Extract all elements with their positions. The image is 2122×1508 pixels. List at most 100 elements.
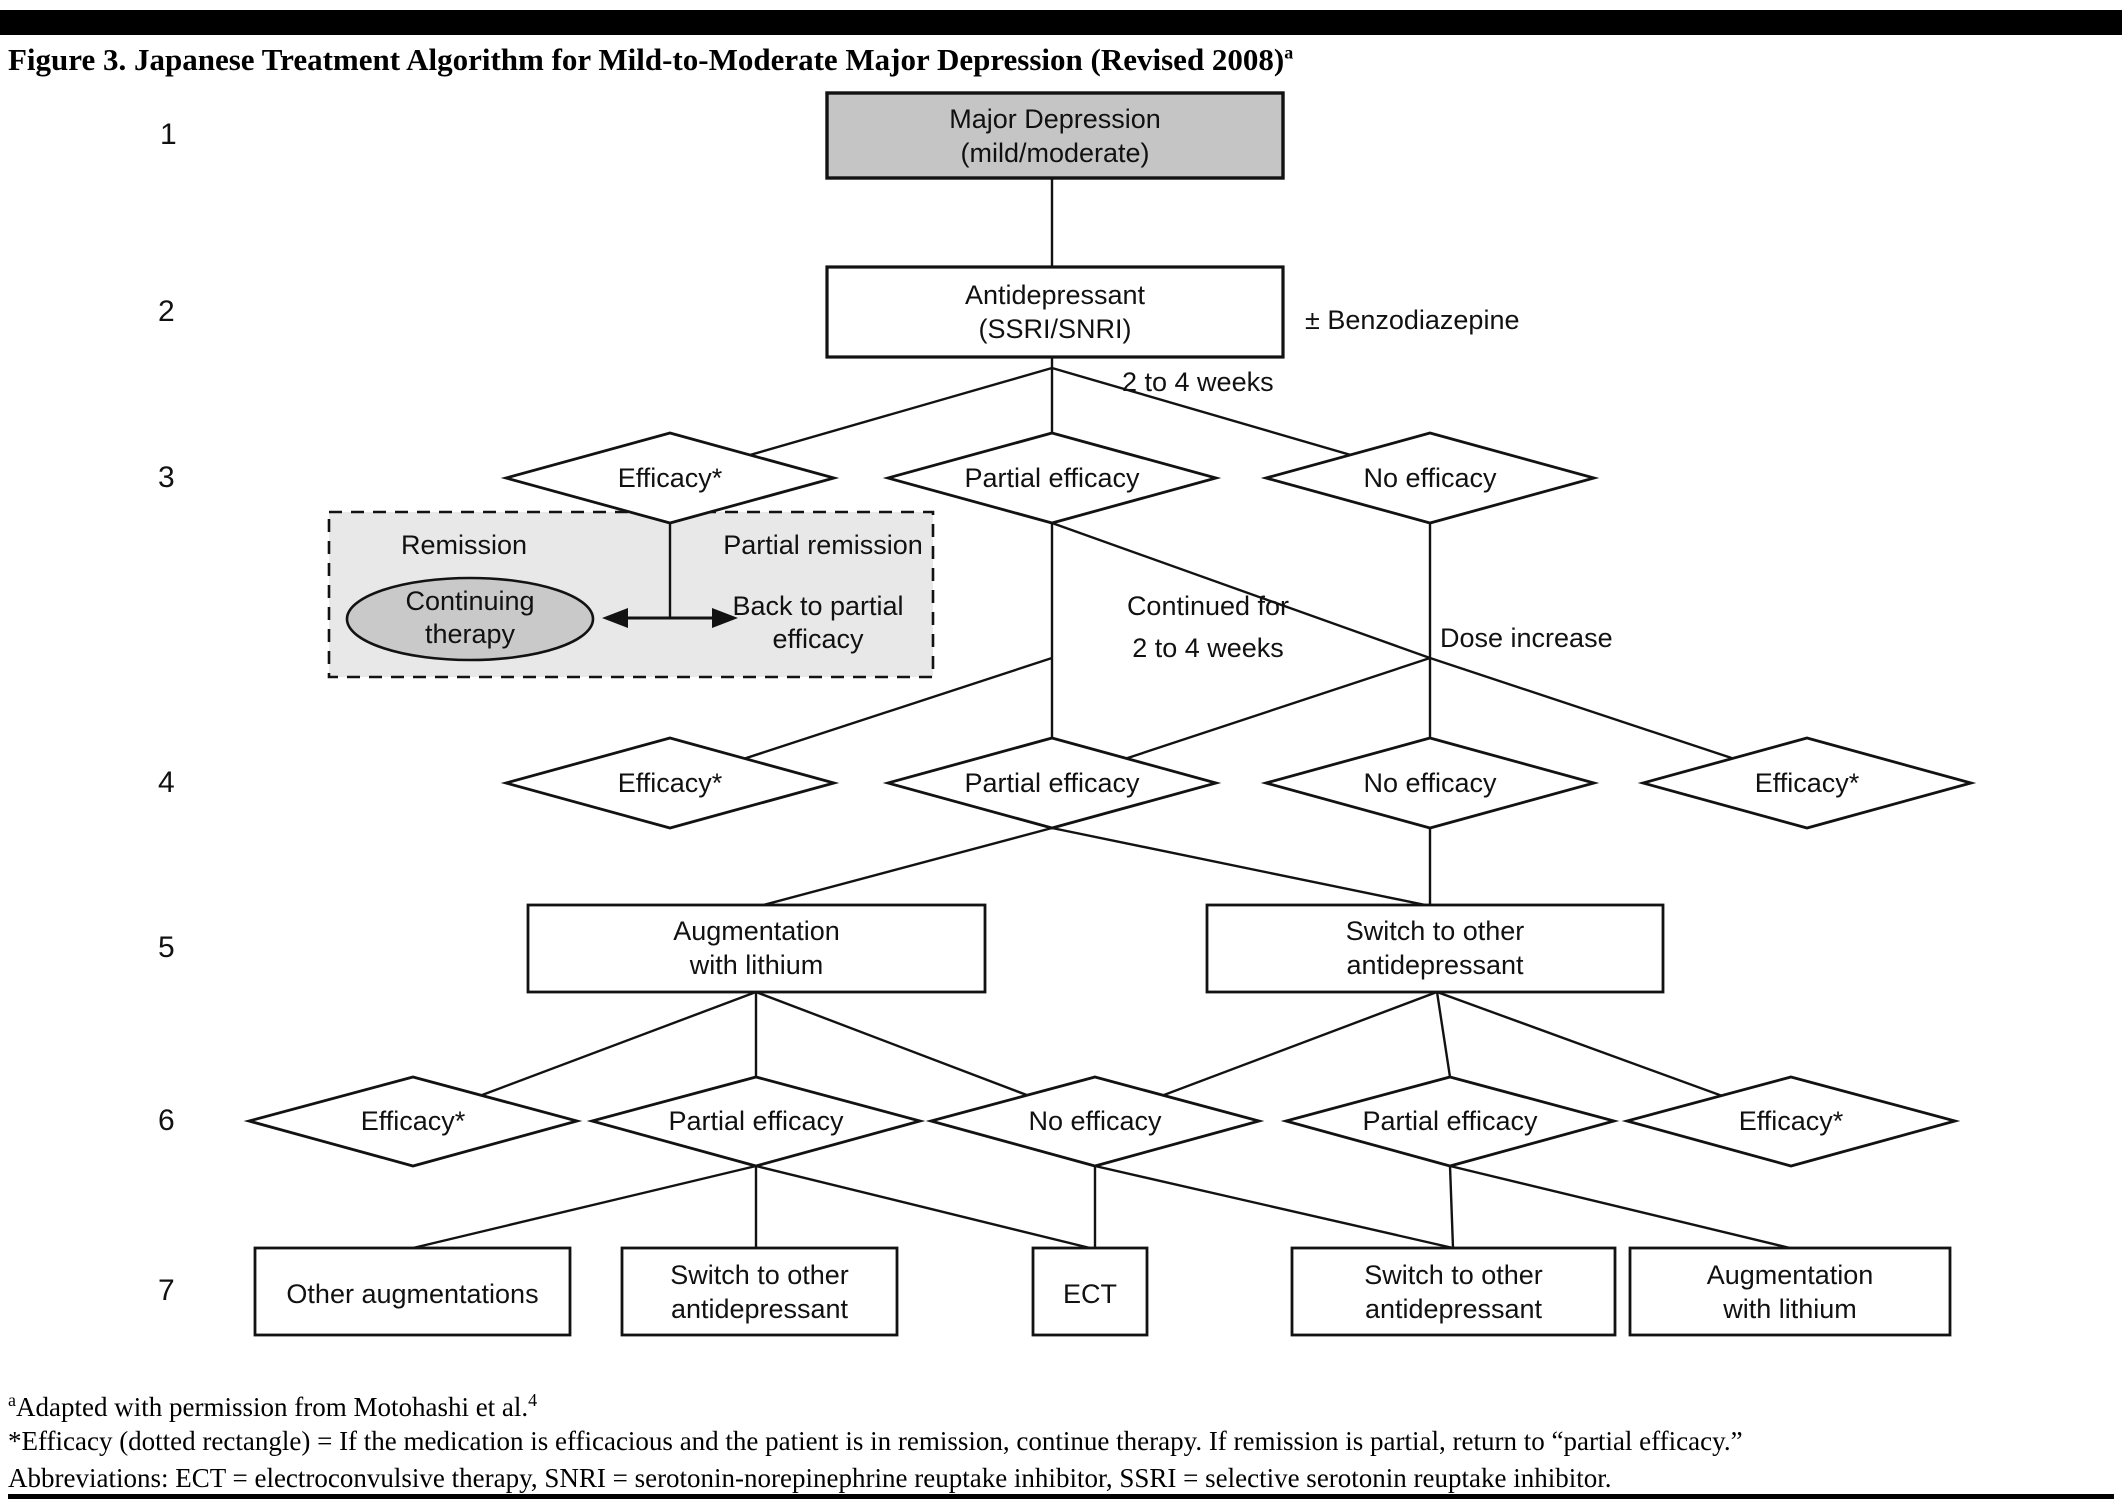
node-label: with lithium xyxy=(689,950,824,980)
other-augmentations-node: Other augmentations xyxy=(255,1277,570,1311)
partial-efficacy-r4-label: Partial efficacy xyxy=(964,768,1140,798)
node-label: (mild/moderate) xyxy=(960,138,1150,168)
partial-efficacy-r3-label: Partial efficacy xyxy=(964,463,1140,493)
augmentation-lithium-r5-node: Augmentation with lithium xyxy=(528,914,985,982)
decision-diamonds xyxy=(243,431,1977,1168)
arrowhead-right-icon xyxy=(712,608,738,628)
efficacy-r6-left-label: Efficacy* xyxy=(360,1106,466,1136)
node-label: Switch to other xyxy=(1364,1260,1543,1290)
efficacy-r3-shape xyxy=(500,431,840,525)
continued-label: Continued for 2 to 4 weeks xyxy=(1083,585,1333,669)
node-label: antidepressant xyxy=(670,1294,849,1324)
figure-title-superscript: a xyxy=(1284,42,1294,63)
node-label: ECT xyxy=(1063,1279,1117,1309)
arrowhead-left-icon xyxy=(602,608,628,628)
node-label: antidepressant xyxy=(1364,1294,1543,1324)
node-label: antidepressant xyxy=(1346,950,1524,980)
figure-title: Figure 3. Japanese Treatment Algorithm f… xyxy=(8,42,1293,78)
back-to-partial-label: Back to partial efficacy xyxy=(693,590,943,656)
switch-antidepressant-r7-left-node: Switch to other antidepressant xyxy=(622,1258,897,1326)
continuing-therapy-label: Continuing therapy xyxy=(345,585,595,651)
step-number-1: 1 xyxy=(160,118,177,151)
switch-antidepressant-r7-right-shape xyxy=(1290,1246,1617,1337)
step-number-2: 2 xyxy=(158,295,175,328)
continuing-therapy-line: therapy xyxy=(424,619,516,649)
no-efficacy-r6-shape xyxy=(925,1075,1265,1168)
augmentation-lithium-r7-shape xyxy=(1628,1246,1952,1337)
node-label: Other augmentations xyxy=(286,1279,539,1309)
node-label: with lithium xyxy=(1723,1294,1857,1324)
partial-efficacy-r3-shape xyxy=(882,431,1222,525)
connector xyxy=(1448,1165,1455,1249)
no-efficacy-r3-shape xyxy=(1260,431,1600,525)
continuing-therapy-line: Continuing xyxy=(405,586,535,616)
step-number-3: 3 xyxy=(158,461,175,494)
no-efficacy-r3-label: No efficacy xyxy=(1363,463,1497,493)
back-to-partial-line: efficacy xyxy=(772,624,864,654)
connector xyxy=(755,1164,1091,1250)
efficacy-r3-label: Efficacy* xyxy=(617,463,723,493)
footnote-adapted-superscript: a xyxy=(8,1390,16,1410)
step-number-4: 4 xyxy=(158,766,175,799)
partial-remission-label: Partial remission xyxy=(723,530,923,560)
node-label: (SSRI/SNRI) xyxy=(978,314,1132,344)
antidepressant-node: Antidepressant (SSRI/SNRI) xyxy=(827,278,1283,346)
footnote-efficacy: *Efficacy (dotted rectangle) = If the me… xyxy=(8,1426,1743,1456)
efficacy-r6-right-label: Efficacy* xyxy=(1738,1106,1844,1136)
figure-title-text: Figure 3. Japanese Treatment Algorithm f… xyxy=(8,42,1285,77)
switch-antidepressant-r5-node: Switch to other antidepressant xyxy=(1207,914,1663,982)
efficacy-r6-right-shape xyxy=(1621,1075,1961,1168)
augmentation-lithium-r7-node: Augmentation with lithium xyxy=(1630,1258,1950,1326)
node-label: Major Depression xyxy=(949,104,1161,134)
remission-double-arrow xyxy=(602,608,738,628)
switch-antidepressant-r7-right-node: Switch to other antidepressant xyxy=(1292,1258,1615,1326)
back-to-partial-line: Back to partial xyxy=(732,591,904,621)
step-number-5: 5 xyxy=(158,931,175,964)
partial-efficacy-r4-shape xyxy=(882,736,1222,830)
footnote-adapted-text: Adapted with permission from Motohashi e… xyxy=(16,1392,529,1422)
step-number-6: 6 xyxy=(158,1104,175,1137)
connector xyxy=(412,1164,757,1250)
dose-increase-label: Dose increase xyxy=(1440,623,1613,653)
augmentation-lithium-r5-shape xyxy=(526,903,987,994)
bottom-rule xyxy=(8,1494,2114,1499)
connector xyxy=(1449,1164,1791,1250)
node-label: Augmentation xyxy=(673,916,840,946)
connector xyxy=(755,826,1053,909)
ect-node: ECT xyxy=(1033,1277,1147,1311)
node-label: Antidepressant xyxy=(964,280,1146,310)
node-label: Augmentation xyxy=(1706,1260,1874,1290)
no-efficacy-r4-label: No efficacy xyxy=(1363,768,1497,798)
partial-efficacy-r6-right-label: Partial efficacy xyxy=(1362,1106,1538,1136)
no-efficacy-r6-label: No efficacy xyxy=(1028,1106,1162,1136)
connector xyxy=(1051,521,1431,660)
partial-efficacy-r6-left-label: Partial efficacy xyxy=(668,1106,844,1136)
efficacy-r4-left-shape xyxy=(500,736,840,830)
other-augmentations-shape xyxy=(253,1246,572,1337)
benzodiazepine-label: ± Benzodiazepine xyxy=(1305,305,1520,335)
partial-efficacy-r6-right-shape xyxy=(1280,1075,1620,1168)
efficacy-r4-right-shape xyxy=(1637,736,1977,830)
partial-efficacy-r6-left-shape xyxy=(586,1075,926,1168)
switch-antidepressant-r5-shape xyxy=(1205,903,1665,994)
remission-label: Remission xyxy=(400,530,528,560)
continuing-therapy-shape xyxy=(345,576,595,662)
continued-label-line: 2 to 4 weeks xyxy=(1132,633,1284,663)
connector xyxy=(1435,991,1452,1078)
process-boxes xyxy=(253,91,1952,1337)
connector xyxy=(1051,826,1436,909)
footnote-adapted: aAdapted with permission from Motohashi … xyxy=(8,1383,537,1424)
efficacy-r4-left-label: Efficacy* xyxy=(617,768,723,798)
step-number-7: 7 xyxy=(158,1274,175,1307)
antidepressant-shape xyxy=(825,265,1285,359)
major-depression-node: Major Depression (mild/moderate) xyxy=(827,102,1283,170)
footnote-abbreviations: Abbreviations: ECT = electroconvulsive t… xyxy=(8,1463,1612,1493)
efficacy-r6-left-shape xyxy=(243,1075,583,1168)
switch-antidepressant-r7-left-shape xyxy=(620,1246,899,1337)
connector xyxy=(1094,1164,1454,1250)
no-efficacy-r4-shape xyxy=(1260,736,1600,830)
efficacy-r4-right-label: Efficacy* xyxy=(1754,768,1860,798)
major-depression-shape xyxy=(825,91,1285,180)
node-label: Switch to other xyxy=(1345,916,1525,946)
